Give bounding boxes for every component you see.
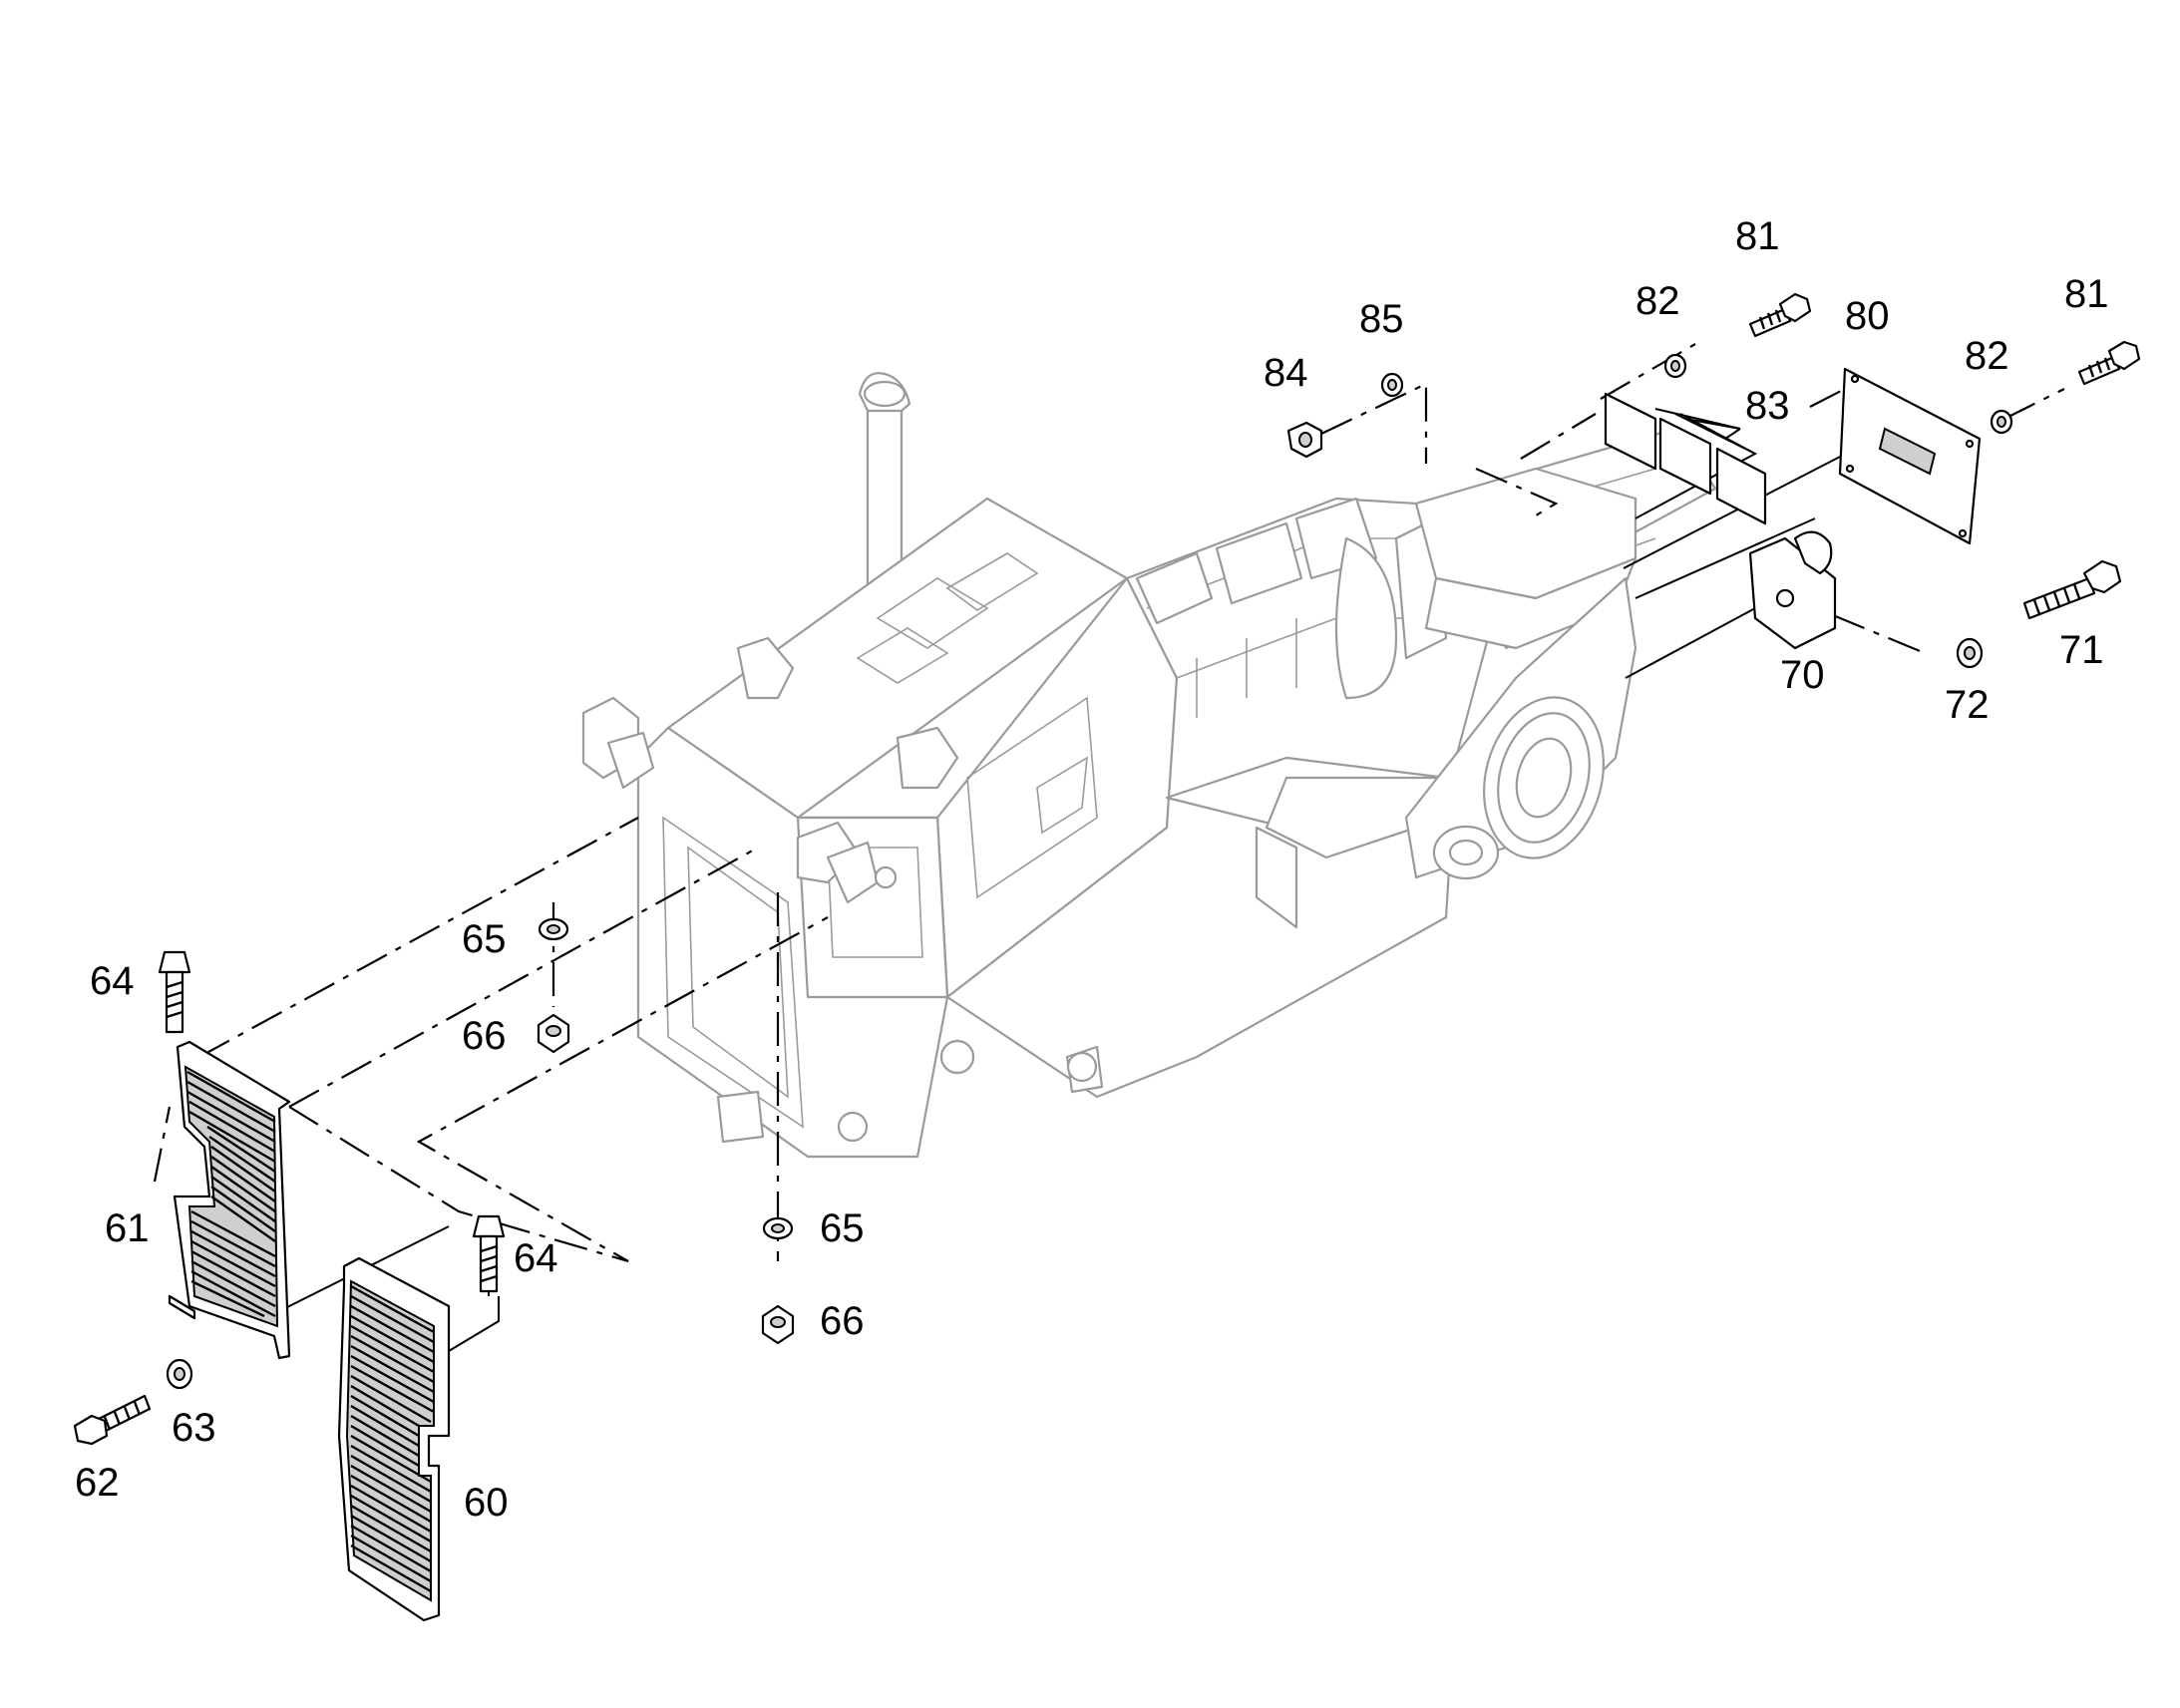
callout-62: 62 (75, 1461, 120, 1505)
assembly-lines (153, 343, 2065, 1263)
callout-64-lower: 64 (514, 1236, 558, 1280)
callout-60: 60 (464, 1481, 509, 1525)
callout-72: 72 (1945, 683, 1990, 727)
callout-64-upper: 64 (90, 959, 135, 1003)
callout-84: 84 (1264, 351, 1308, 395)
bolt-64-lower (472, 1214, 506, 1293)
grille-60 (337, 1256, 451, 1622)
bolt-81-upper (1748, 292, 1812, 338)
bolt-64-upper (158, 950, 191, 1034)
callout-70: 70 (1780, 653, 1825, 697)
bolt-71 (2022, 559, 2122, 620)
callout-71: 71 (2059, 628, 2104, 672)
callout-63: 63 (172, 1406, 216, 1450)
lift-plate-70 (1748, 530, 1837, 650)
callout-66-lower: 66 (820, 1299, 865, 1343)
callout-82-upper: 82 (1635, 279, 1680, 323)
drive-housing (1334, 536, 1398, 700)
cover-plates-83 (1604, 392, 1767, 525)
lift-brackets (581, 636, 959, 904)
callout-66-upper: 66 (462, 1014, 507, 1058)
frame-boss-left (939, 1039, 975, 1075)
tow-hook (716, 1090, 765, 1144)
callout-61: 61 (105, 1206, 150, 1250)
bolt-81-right (2077, 340, 2141, 386)
callout-65-lower: 65 (820, 1206, 865, 1250)
cover-plate-80 (1838, 367, 1982, 545)
callout-65-upper: 65 (462, 917, 507, 961)
callout-81-right: 81 (2064, 272, 2109, 316)
callout-81-upper: 81 (1735, 214, 1780, 258)
bolt-62 (73, 1394, 152, 1446)
machine-frame (581, 372, 1717, 1159)
callout-83: 83 (1745, 384, 1790, 428)
callout-labels: 81 81 82 82 80 83 85 84 70 71 72 65 66 6… (75, 214, 2109, 1525)
callout-80: 80 (1845, 294, 1890, 338)
callout-85: 85 (1359, 297, 1404, 341)
callout-82-right: 82 (1965, 334, 2009, 378)
grille-61 (168, 1040, 291, 1360)
